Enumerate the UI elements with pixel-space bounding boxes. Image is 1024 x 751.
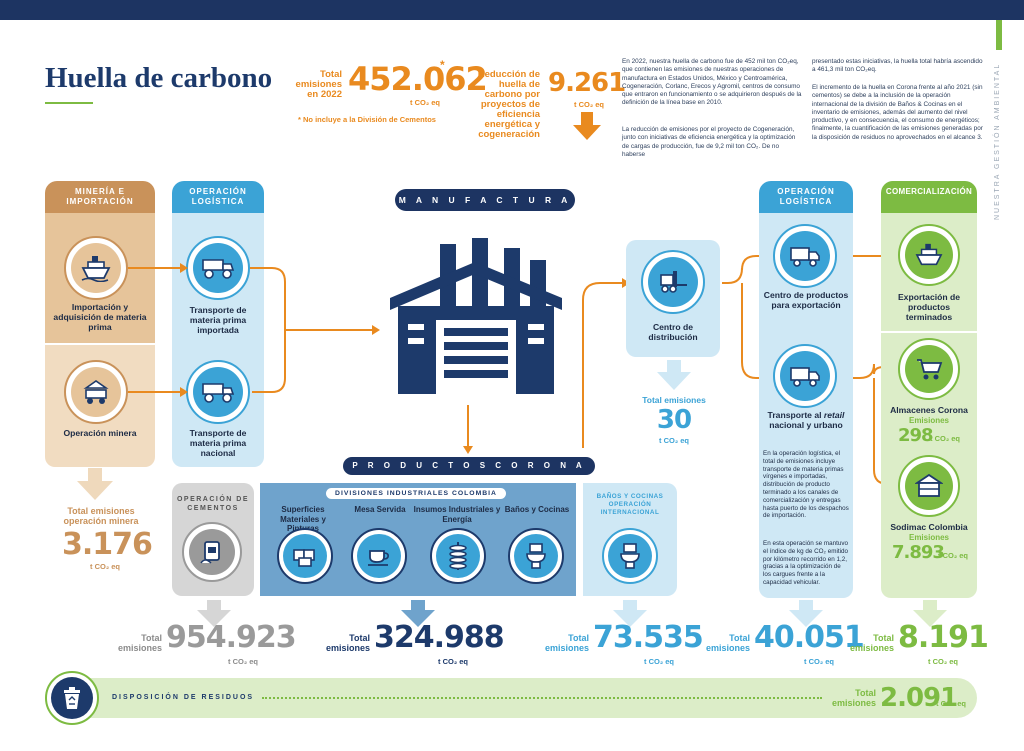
cement-bag-icon [182, 522, 242, 582]
logistics-note-1: En la operación logística, el total de e… [763, 450, 849, 520]
retail-transport-label: Transporte al retail nacional y urbano [767, 410, 845, 430]
comercializacion-total-value: 8.191 [898, 620, 989, 655]
total-emissions-asterisk: * [440, 58, 445, 72]
import-label: Importación y adquisición de materia pri… [53, 302, 147, 332]
cementos-header: OPERACIÓN DE CEMENTOS [176, 496, 250, 512]
factory-icon [390, 238, 562, 394]
residuos-dotted-line [262, 697, 822, 699]
cementos-total-value: 954.923 [166, 620, 297, 655]
comercializacion-total-unit: t CO₂ eq [928, 657, 958, 666]
page-title: Huella de carbono [45, 62, 273, 94]
internacional-total-value: 73.535 [593, 620, 704, 655]
almacenes-unit: t CO₂ eq [930, 434, 960, 443]
cementos-total-label: Total emisiones [118, 633, 163, 653]
internacional-total-label: Total emisiones [545, 633, 590, 653]
export-ship-icon [898, 224, 960, 286]
logistica-total-value: 40.051 [754, 620, 865, 655]
forklift-icon [641, 250, 705, 314]
comercializacion-header: COMERCIALIZACIÓN [881, 181, 977, 213]
title-underline [45, 102, 93, 104]
divisiones-total-label: Total emisiones [326, 633, 371, 653]
divisiones-down-arrow-icon [401, 600, 435, 627]
paint-tiles-icon [277, 528, 333, 584]
mineria-total-unit: t CO₂ eq [90, 562, 120, 571]
sodimac-label: Sodimac Colombia [890, 522, 968, 532]
recycle-bin-icon [45, 671, 99, 725]
distribution-label: Centro de distribución [648, 322, 698, 342]
almacenes-value: 298 [898, 425, 934, 446]
export-center-label: Centro de productos para exportación [763, 290, 849, 310]
residuos-total-unit: t CO₂ eq [936, 699, 966, 708]
logistics-note-2: En esta operación se mantuvo el índice d… [763, 540, 849, 586]
intro-paragraph-1: En 2022, nuestra huella de carbono fue d… [622, 58, 802, 107]
intro-paragraph-2: La reducción de emisiones por el proyect… [622, 126, 796, 158]
division-label-2: Mesa Servida [354, 505, 406, 514]
dump-truck-icon [186, 236, 250, 300]
transport-imported-label: Transporte de materia prima importada [189, 305, 247, 335]
comercializacion-total-label: Total emisiones [850, 633, 895, 653]
distribution-total-unit: t CO₂ eq [659, 436, 689, 445]
toilet-icon [508, 528, 564, 584]
mine-label: Operación minera [63, 428, 137, 438]
truck-retail-icon [773, 344, 837, 408]
cementos-total-unit: t CO₂ eq [228, 657, 258, 666]
intro-paragraph-3: presentado estas iniciativas, la huella … [812, 58, 983, 74]
divisiones-header: DIVISIONES INDUSTRIALES COLOMBIA [326, 488, 506, 499]
division-label-3: Insumos Industriales y Energía [413, 505, 501, 524]
truck-export-icon [773, 224, 837, 288]
almacenes-emissions-label: Emisiones [908, 416, 949, 425]
distribution-total-label: Total emisiones [642, 395, 706, 405]
toilet-international-icon [602, 528, 658, 584]
logistica-down-arrow-icon [789, 600, 823, 627]
sodimac-value: 7.893 [892, 542, 945, 563]
transport-national-label: Transporte de materia prima nacional [189, 428, 247, 458]
logistica-total-unit: t CO₂ eq [804, 657, 834, 666]
reduction-unit: t CO₂ eq [574, 100, 604, 109]
internacional-down-arrow-icon [613, 600, 647, 627]
mine-icon [64, 360, 128, 424]
store-icon [898, 455, 960, 517]
intro-paragraph-4: El incremento de la huella en Corona fre… [812, 84, 983, 141]
export-products-label: Exportación de productos terminados [897, 292, 961, 322]
divisiones-total-value: 324.988 [374, 620, 505, 655]
ship-icon [64, 236, 128, 300]
sodimac-unit: t CO₂ eq [938, 551, 968, 560]
internacional-header: BAÑOS Y COCINAS OPERACIÓN INTERNACIONAL [596, 493, 664, 516]
logistica-in-header: OPERACIÓN LOGÍSTICA [172, 181, 264, 213]
reduction-value: 9.261 [548, 68, 626, 98]
cup-icon [351, 528, 407, 584]
distribution-total-value: 30 [656, 405, 692, 435]
sodimac-emissions-label: Emisiones [908, 533, 949, 542]
mineria-down-arrow-icon [77, 468, 113, 500]
insulator-icon [430, 528, 486, 584]
total-emissions-unit: t CO₂ eq [410, 98, 440, 107]
mineria-total-label: Total emisiones operación minera [63, 506, 139, 526]
comercializacion-down-arrow-icon [913, 600, 947, 627]
shopping-cart-icon [898, 338, 960, 400]
cementos-down-arrow-icon [197, 600, 231, 627]
residuos-label: DISPOSICIÓN DE RESIDUOS [112, 694, 255, 701]
internacional-total-unit: t CO₂ eq [644, 657, 674, 666]
total-footnote: * No incluye a la División de Cementos [298, 115, 436, 124]
residuos-total-value: 2.091 [880, 683, 958, 713]
mineria-total-value: 3.176 [62, 527, 153, 562]
reduction-down-arrow-icon [573, 112, 601, 140]
reduction-label: Reducción de huella de carbono por proye… [477, 69, 540, 140]
section-marker [996, 20, 1002, 50]
distribution-down-arrow-icon [657, 360, 691, 390]
logistica-out-header: OPERACIÓN LOGÍSTICA [759, 181, 853, 213]
divisiones-total-unit: t CO₂ eq [438, 657, 468, 666]
residuos-total-label: Total emisiones [832, 688, 877, 708]
mineria-header: MINERÍA E IMPORTACIÓN [45, 181, 155, 213]
productos-header: P R O D U C T O S C O R O N A [343, 457, 595, 475]
division-label-4: Baños y Cocinas [504, 505, 570, 514]
total-emissions-label: Total emisiones en 2022 [295, 69, 342, 100]
total-emissions-value: 452.062 [348, 60, 488, 98]
manufactura-header: M A N U F A C T U R A [395, 189, 575, 211]
almacenes-label: Almacenes Corona [890, 405, 968, 415]
logistica-total-label: Total emisiones [706, 633, 751, 653]
top-bar [0, 0, 1024, 20]
